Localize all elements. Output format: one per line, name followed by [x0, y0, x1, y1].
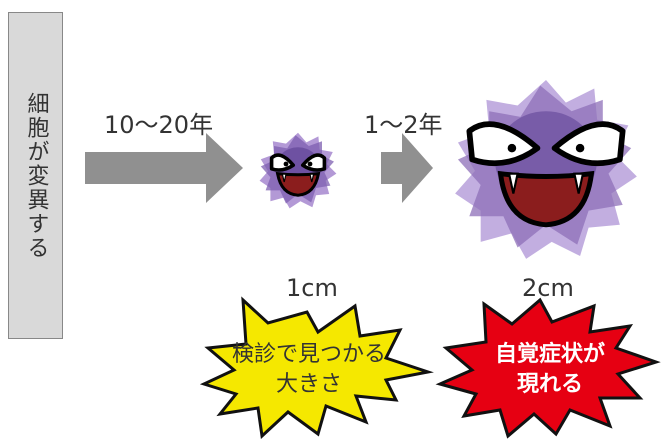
symptoms-note-line2: 現れる	[516, 372, 583, 397]
period-label-1: 10～20年	[104, 111, 214, 139]
symptoms-burst	[435, 297, 661, 439]
screening-note-line1: 検診で見つかる	[231, 342, 386, 367]
mutation-start-label: 細胞が変異する	[23, 91, 49, 260]
progression-arrow-2	[381, 133, 433, 203]
symptoms-note: 自覚症状が 現れる	[455, 340, 645, 400]
small-tumor-virus	[259, 132, 337, 209]
screening-note: 検診で見つかる 大きさ	[214, 340, 404, 400]
symptoms-note-line1: 自覚症状が	[494, 342, 605, 367]
screening-note-line2: 大きさ	[275, 372, 342, 397]
size-label-2: 2cm	[522, 274, 574, 302]
size-label-1: 1cm	[286, 274, 338, 302]
screening-burst	[199, 296, 434, 439]
mutation-start-box: 細胞が変異する	[8, 12, 63, 339]
large-tumor-virus	[455, 79, 637, 259]
period-label-2: 1～2年	[364, 111, 443, 139]
progression-arrow-1	[85, 133, 243, 203]
